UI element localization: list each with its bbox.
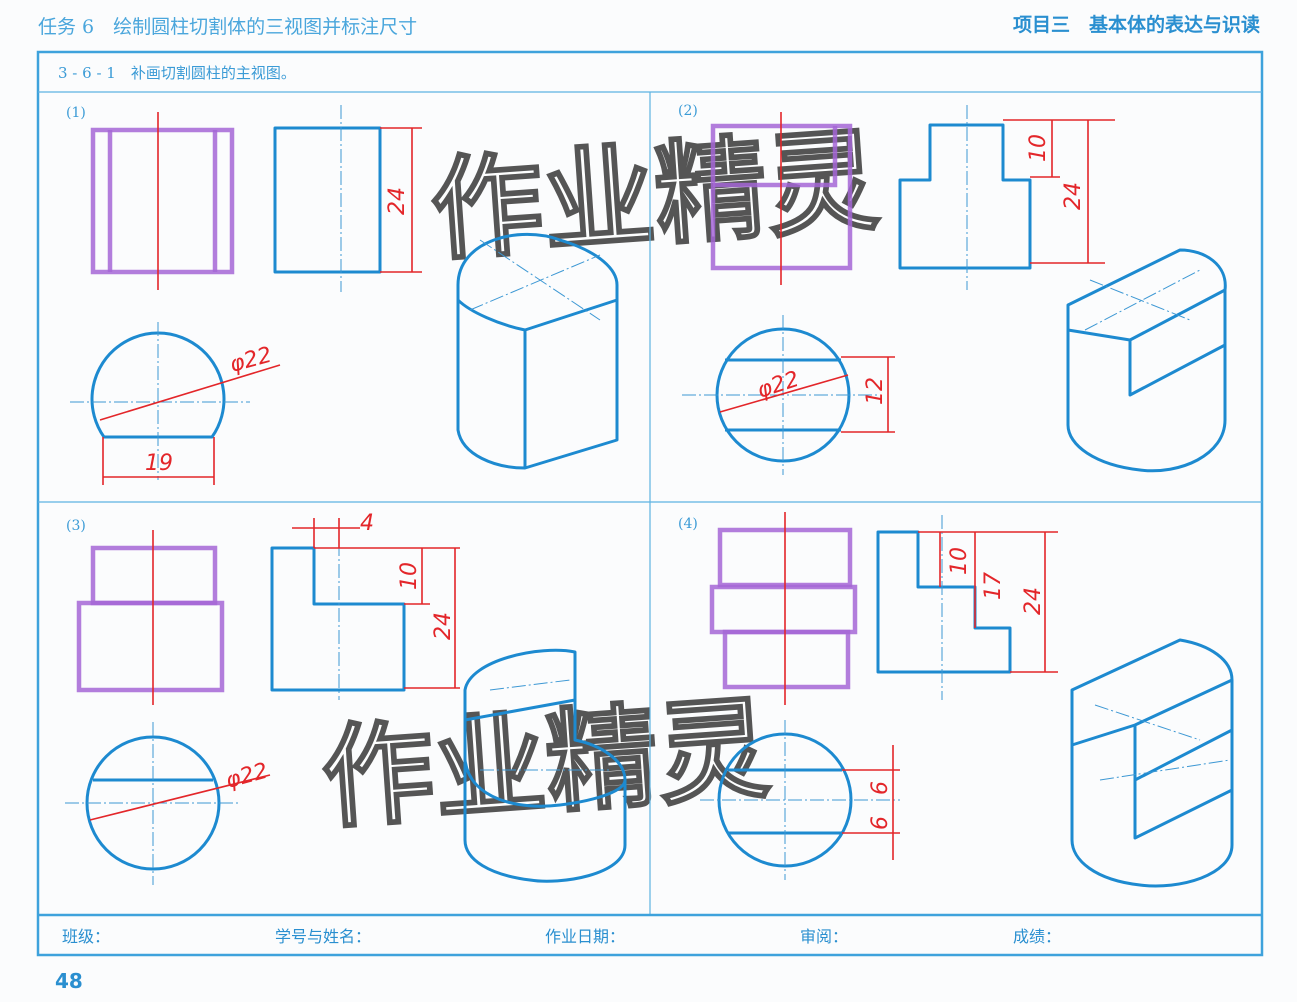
dim-slot: 4 [360, 511, 374, 536]
dim-height: 24 [431, 612, 456, 640]
side-view: 10 24 [898, 105, 1115, 290]
top-view: 6 6 [700, 720, 900, 880]
dim-height: 24 [1021, 587, 1046, 615]
grade-field-label: 成绩： [1013, 927, 1061, 946]
front-view-answer [76, 545, 225, 693]
project-title: 项目三 基本体的表达与识读 [1013, 13, 1260, 36]
panel-4-drawing: 10 17 24 6 6 [700, 512, 1234, 888]
dim-diameter: φ22 [223, 759, 271, 794]
page-number: 48 [55, 969, 83, 993]
isometric-view [1066, 248, 1227, 473]
front-view-answer [90, 127, 235, 275]
dim-top: 10 [397, 562, 422, 590]
dim-a: 6 [868, 781, 893, 795]
panel-label-1: (1) [66, 105, 86, 121]
dim-width: 19 [145, 451, 173, 476]
outer-frame [36, 50, 1264, 957]
side-view: 10 17 24 [876, 515, 1058, 700]
top-view: φ22 12 [682, 315, 895, 475]
isometric-view [1070, 638, 1234, 888]
dim-width: 12 [863, 377, 888, 405]
exercise-title: 3 - 6 - 1 补画切割圆柱的主视图。 [58, 64, 296, 82]
watermark: 作业精灵 [318, 684, 774, 845]
panel-label-2: (2) [678, 103, 698, 119]
top-view: φ22 [65, 722, 271, 885]
isometric-view [463, 648, 627, 883]
dim-height: 24 [385, 187, 410, 215]
panel-3-drawing: 4 10 24 φ22 [65, 511, 627, 885]
dim-height: 24 [1061, 182, 1086, 210]
dim-mid: 17 [981, 572, 1006, 600]
side-view: 4 10 24 [270, 511, 460, 700]
isometric-view [456, 232, 619, 470]
date-field-label: 作业日期： [545, 927, 625, 946]
dim-top: 10 [1026, 134, 1051, 162]
panel-label-3: (3) [66, 518, 86, 534]
watermark: 作业精灵 [427, 116, 883, 277]
top-view: 19 φ22 [70, 322, 281, 485]
review-field-label: 审阅： [800, 927, 848, 946]
front-view-answer [709, 527, 858, 690]
class-field-label: 班级： [62, 927, 110, 946]
dim-top: 10 [947, 547, 972, 575]
side-view: 24 [273, 105, 422, 292]
dim-diameter: φ22 [754, 367, 802, 404]
name-field-label: 学号与姓名： [275, 927, 371, 946]
dim-b: 6 [868, 816, 893, 830]
dim-diameter: φ22 [227, 343, 275, 378]
task-title: 任务 6 绘制圆柱切割体的三视图并标注尺寸 [38, 16, 417, 38]
panel-label-4: (4) [678, 516, 698, 532]
